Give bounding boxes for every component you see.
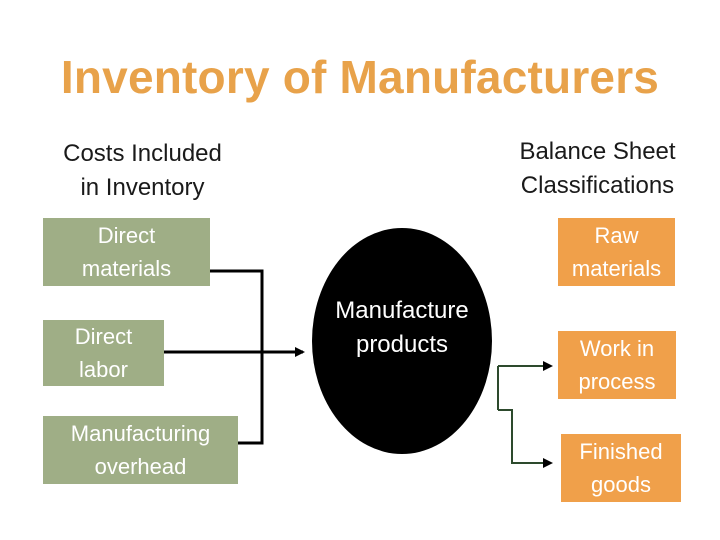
right-heading: Balance Sheet Classifications — [490, 135, 705, 203]
class-box-label-line: materials — [571, 256, 662, 281]
cost-box-label-line: Manufacturing — [70, 421, 211, 446]
class-box-raw-materials: Raw materials — [558, 218, 675, 286]
connector-direct-materials — [210, 269, 264, 352]
connector-manufacturing-overhead — [238, 352, 264, 445]
right-heading-line-2: Classifications — [520, 172, 675, 199]
connector-to-finished-goods — [498, 409, 553, 468]
class-box-label-line: process — [578, 369, 656, 394]
left-heading-line-1: Costs Included — [63, 140, 222, 167]
center-label-line: products — [355, 331, 449, 358]
class-box-label-line: goods — [591, 472, 651, 497]
left-heading-line-2: in Inventory — [80, 174, 205, 201]
center-manufacture-products: Manufacture products — [312, 228, 492, 454]
cost-box-label-line: Direct — [74, 324, 133, 349]
cost-box-direct-materials: Direct materials — [43, 218, 210, 286]
cost-box-label-line: overhead — [94, 454, 187, 479]
cost-box-label-line: Direct — [97, 223, 156, 248]
center-label-line: Manufacture — [335, 297, 469, 324]
class-box-work-in-process: Work in process — [558, 331, 676, 399]
left-heading: Costs Included in Inventory — [40, 137, 245, 205]
cost-box-manufacturing-overhead: Manufacturing overhead — [43, 416, 238, 484]
right-heading-line-1: Balance Sheet — [519, 138, 676, 165]
page-title: Inventory of Manufacturers — [60, 51, 660, 103]
cost-box-label-line: labor — [79, 357, 128, 382]
class-box-label-line: Work in — [579, 336, 655, 361]
cost-box-label-line: materials — [81, 256, 172, 281]
class-box-finished-goods: Finished goods — [561, 434, 681, 502]
class-box-label-line: Finished — [579, 439, 663, 464]
cost-box-direct-labor: Direct labor — [43, 320, 164, 386]
class-box-label-line: Raw — [594, 223, 639, 248]
